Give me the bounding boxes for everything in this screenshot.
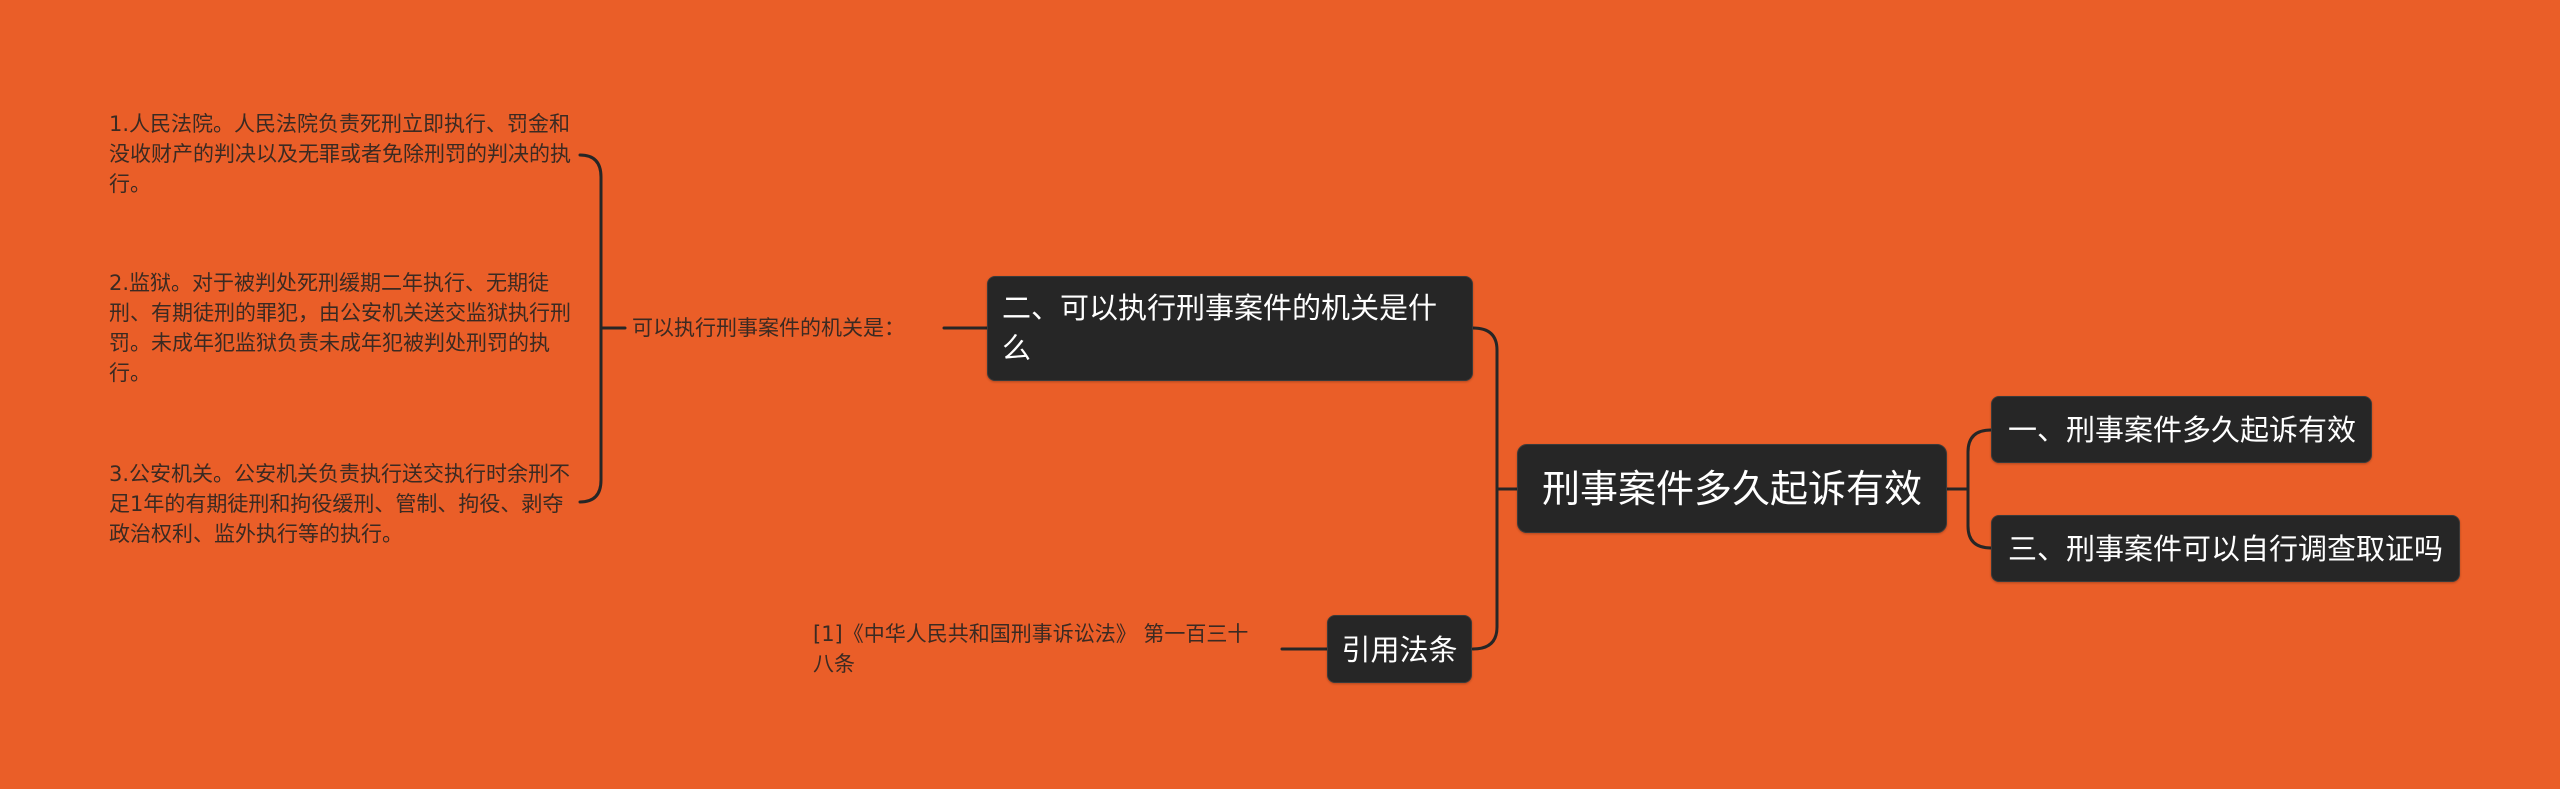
branch-node-cited-law[interactable]: 引用法条 xyxy=(1327,615,1472,683)
connector-left-trunk xyxy=(1471,326,1499,651)
leaf-text-prison[interactable]: 2.监狱。对于被判处死刑缓期二年执行、无期徒刑、有期徒刑的罪犯，由公安机关送交监… xyxy=(109,271,571,385)
sub-label-executing-authority[interactable]: 可以执行刑事案件的机关是： xyxy=(632,316,905,340)
branch-node-self-investigation[interactable]: 三、刑事案件可以自行调查取证吗 xyxy=(1991,515,2460,582)
connector-right-trunk xyxy=(1966,428,1993,550)
leaf-text-people-court[interactable]: 1.人民法院。人民法院负责死刑立即执行、罚金和没收财产的判决以及无罪或者免除刑罚… xyxy=(109,112,571,196)
branch-node-prosecution-validity[interactable]: 一、刑事案件多久起诉有效 xyxy=(1991,396,2372,463)
branch-node-executing-authority[interactable]: 二、可以执行刑事案件的机关是什么 xyxy=(987,276,1473,381)
leaf-text-citation[interactable]: [1]《中华人民共和国刑事诉讼法》 第一百三十八条 xyxy=(813,622,1249,676)
root-node[interactable]: 刑事案件多久起诉有效 xyxy=(1517,444,1947,533)
leaf-text-public-security[interactable]: 3.公安机关。公安机关负责执行送交执行时余刑不足1年的有期徒刑和拘役缓刑、管制、… xyxy=(109,462,571,546)
connector-leaves-bracket xyxy=(578,153,603,504)
